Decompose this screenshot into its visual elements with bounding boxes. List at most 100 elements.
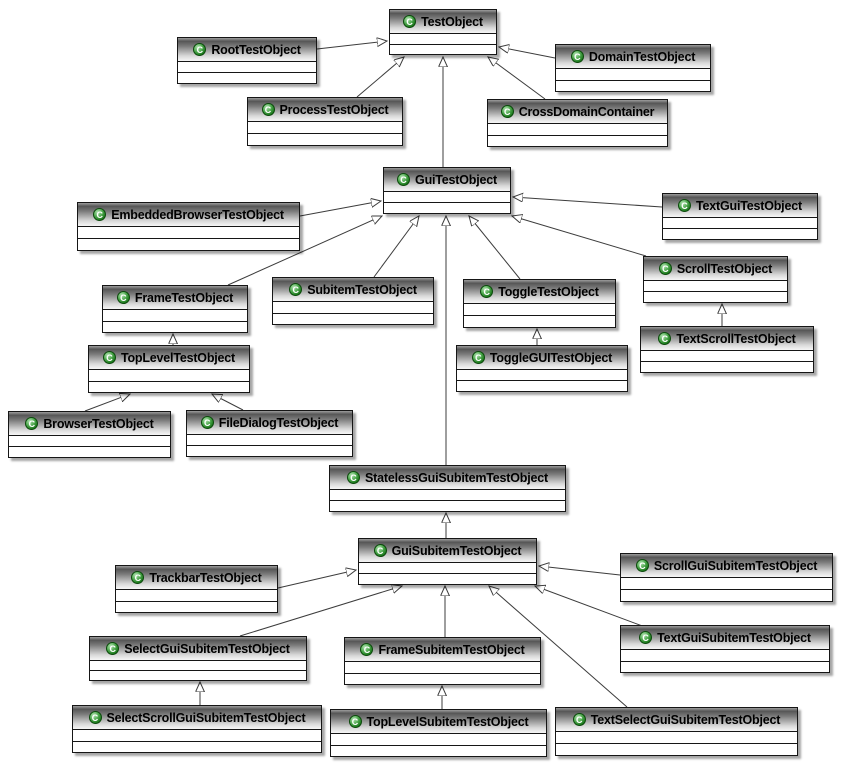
inheritance-edge-TrackbarTestObject-to-GuiSubitemTestObject [277, 570, 356, 589]
inheritance-edge-SelectGuiSubitemTestObject-to-GuiSubitemTestObject [239, 586, 402, 637]
attributes-compartment [641, 351, 813, 361]
class-icon: C [635, 559, 649, 572]
attributes-compartment [488, 124, 667, 135]
class-box-ScrollGuiSubitemTestObject[interactable]: C ScrollGuiSubitemTestObject [620, 553, 833, 602]
class-icon: C [93, 208, 107, 221]
inheritance-edge-RootTestObject-to-TestObject [316, 41, 387, 50]
attributes-compartment [331, 734, 546, 745]
attributes-compartment [90, 661, 306, 670]
class-name-label: TextSelectGuiSubitemTestObject [590, 712, 781, 727]
operations-compartment [273, 312, 433, 324]
inheritance-edge-FileDialogTestObject-to-TopLevelTestObject [212, 394, 244, 411]
class-box-TextScrollTestObject[interactable]: C TextScrollTestObject [640, 326, 814, 373]
class-name-label: ToggleTestObject [498, 284, 599, 299]
class-name-label: BrowserTestObject [43, 416, 154, 431]
class-name-label: EmbeddedBrowserTestObject [111, 207, 284, 222]
operations-compartment [457, 380, 627, 391]
operations-compartment [345, 672, 540, 684]
class-icon: C [397, 173, 411, 186]
inheritance-edge-TextGuiTestObject-to-GuiTestObject [513, 197, 663, 208]
inheritance-edge-EmbeddedBrowserTestObject-to-GuiTestObject [299, 201, 381, 217]
class-name-label: TopLevelTestObject [120, 350, 235, 365]
class-header[interactable]: C EmbeddedBrowserTestObject [78, 203, 299, 227]
operations-compartment [556, 79, 710, 91]
class-name-label: DomainTestObject [588, 49, 696, 64]
attributes-compartment [390, 34, 496, 44]
inheritance-edge-TextSelectGuiSubitemTestObject-to-GuiSubitemTestObject [489, 586, 628, 708]
inheritance-edge-ScrollTestObject-to-GuiTestObject [512, 216, 647, 257]
class-name-label: FrameTestObject [134, 290, 234, 305]
inheritance-edge-ToggleTestObject-to-GuiTestObject [469, 216, 521, 280]
operations-compartment [359, 573, 536, 584]
attributes-compartment [248, 122, 402, 133]
class-name-label: ScrollGuiSubitemTestObject [653, 558, 818, 573]
class-name-label: TextScrollTestObject [676, 331, 796, 346]
class-header[interactable]: C ScrollGuiSubitemTestObject [621, 554, 832, 578]
operations-compartment [331, 744, 546, 756]
class-name-label: TestObject [421, 14, 483, 29]
inheritance-edge-BrowserTestObject-to-TopLevelTestObject [84, 394, 130, 412]
class-name-label: ScrollTestObject [676, 261, 773, 276]
class-box-EmbeddedBrowserTestObject[interactable]: C EmbeddedBrowserTestObject [77, 202, 300, 251]
class-name-label: FrameSubitemTestObject [378, 642, 525, 657]
class-icon: C [658, 332, 672, 345]
class-icon: C [200, 416, 214, 429]
attributes-compartment [359, 563, 536, 573]
operations-compartment [89, 380, 249, 392]
class-header[interactable]: C TextScrollTestObject [641, 327, 813, 351]
operations-compartment [464, 315, 615, 327]
inheritance-edge-FrameTestObject-to-GuiTestObject [227, 216, 382, 286]
operations-compartment [384, 202, 510, 213]
inheritance-edge-ProcessTestObject-to-TestObject [356, 57, 404, 98]
